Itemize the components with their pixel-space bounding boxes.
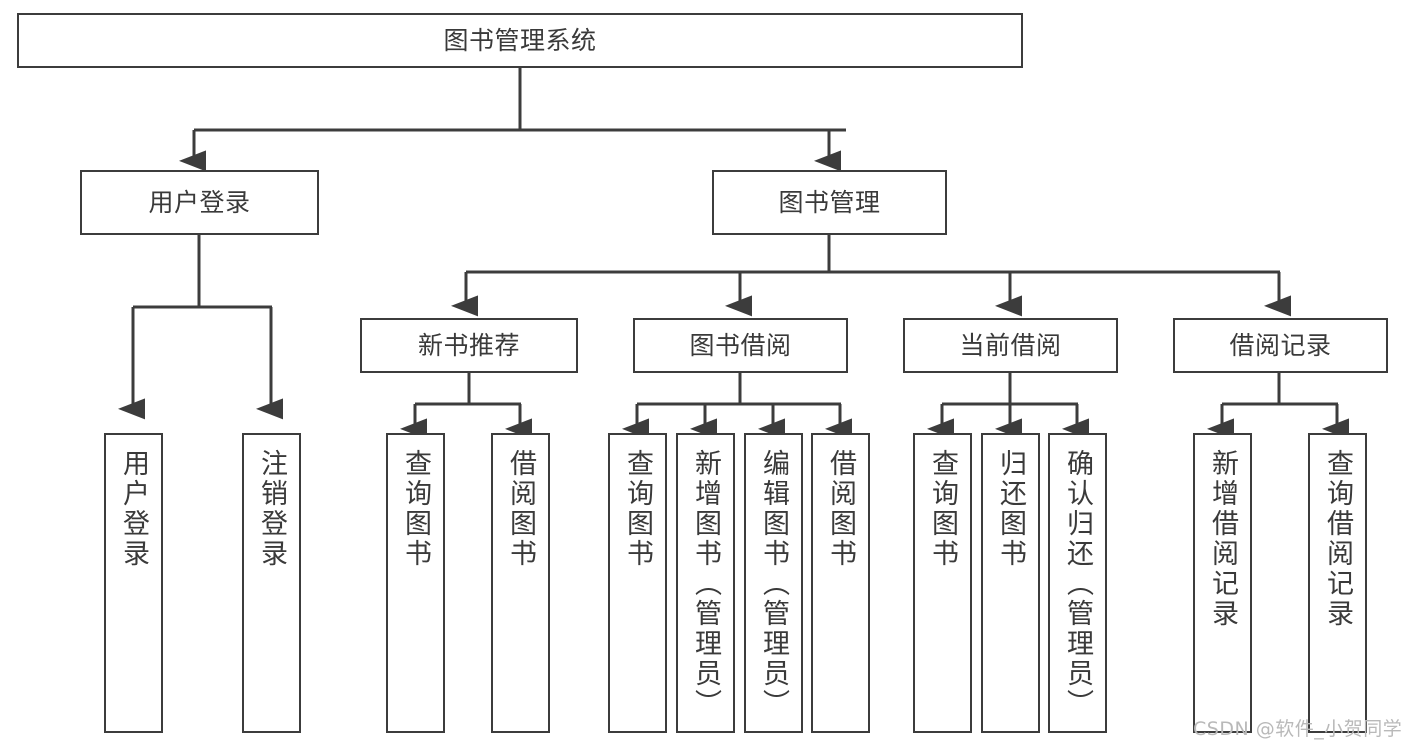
node-label: 用户登录 <box>118 449 149 569</box>
node-label: 借阅记录 <box>1229 330 1332 360</box>
node-label: 新增图书（管理员） <box>690 449 721 719</box>
node-label: 查询图书 <box>622 449 653 569</box>
node-root-system[interactable]: 图书管理系统 <box>17 13 1023 68</box>
node-book-management[interactable]: 图书管理 <box>712 170 947 235</box>
node-label: 归还图书 <box>995 449 1026 569</box>
node-label: 确认归还（管理员） <box>1062 449 1093 719</box>
node-borrow-record[interactable]: 借阅记录 <box>1173 318 1388 373</box>
node-book-borrow[interactable]: 图书借阅 <box>633 318 848 373</box>
node-leaf-return-book[interactable]: 归还图书 <box>981 433 1040 733</box>
node-label: 图书管理 <box>778 187 881 217</box>
node-label: 编辑图书（管理员） <box>758 449 789 719</box>
node-leaf-query-book-1[interactable]: 查询图书 <box>386 433 445 733</box>
node-leaf-user-login[interactable]: 用户登录 <box>104 433 163 733</box>
node-leaf-confirm-return[interactable]: 确认归还（管理员） <box>1048 433 1107 733</box>
node-leaf-query-book-2[interactable]: 查询图书 <box>608 433 667 733</box>
node-leaf-query-record[interactable]: 查询借阅记录 <box>1308 433 1367 733</box>
node-label: 查询图书 <box>400 449 431 569</box>
node-label: 图书借阅 <box>689 330 792 360</box>
node-current-borrow[interactable]: 当前借阅 <box>903 318 1118 373</box>
node-label: 注销登录 <box>256 449 287 569</box>
node-leaf-borrow-book-2[interactable]: 借阅图书 <box>811 433 870 733</box>
node-label: 当前借阅 <box>959 330 1062 360</box>
node-leaf-edit-book[interactable]: 编辑图书（管理员） <box>744 433 803 733</box>
node-leaf-add-record[interactable]: 新增借阅记录 <box>1193 433 1252 733</box>
node-new-book-recommend[interactable]: 新书推荐 <box>360 318 578 373</box>
node-leaf-add-book[interactable]: 新增图书（管理员） <box>676 433 735 733</box>
node-leaf-logout-login[interactable]: 注销登录 <box>242 433 301 733</box>
node-leaf-query-book-3[interactable]: 查询图书 <box>913 433 972 733</box>
node-user-login[interactable]: 用户登录 <box>80 170 319 235</box>
node-leaf-borrow-book-1[interactable]: 借阅图书 <box>491 433 550 733</box>
node-label: 借阅图书 <box>505 449 536 569</box>
watermark: CSDN @软件_小贺同学 <box>1193 718 1403 740</box>
node-label: 新书推荐 <box>417 330 520 360</box>
node-label: 用户登录 <box>148 187 251 217</box>
node-label: 新增借阅记录 <box>1207 449 1238 629</box>
node-label: 查询借阅记录 <box>1322 449 1353 629</box>
node-label: 借阅图书 <box>825 449 856 569</box>
node-label: 图书管理系统 <box>443 25 597 55</box>
node-label: 查询图书 <box>927 449 958 569</box>
